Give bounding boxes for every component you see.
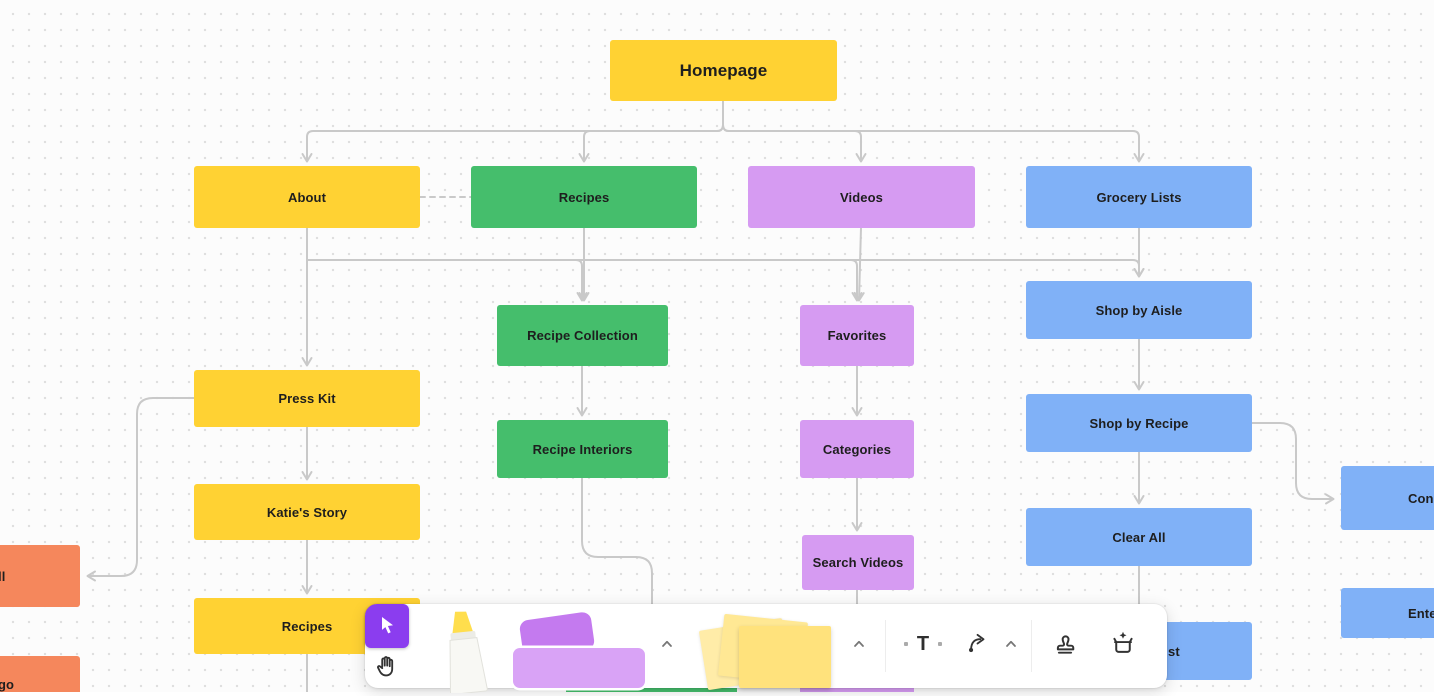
node-label: Recipe Interiors [532,441,633,457]
cursor-arrow-icon [375,613,399,640]
node-favorites[interactable]: Favorites [800,305,914,366]
node-search-videos[interactable]: Search Videos [802,535,914,590]
node-label: Recipes [281,618,333,634]
node-label: Grocery Lists [1096,189,1182,205]
sticky-note-tool-button[interactable] [698,613,833,691]
select-tool-button[interactable] [365,604,409,648]
stamp-tool-button[interactable] [1045,624,1085,664]
connector[interactable] [578,100,724,163]
shapes-tool-button[interactable] [513,611,653,688]
node-blue-right-clipped-1[interactable]: Con [1341,466,1434,530]
node-label: st [1168,643,1180,659]
selection-handle-icon [904,642,908,646]
node-recipe-interiors[interactable]: Recipe Interiors [497,420,668,478]
node-videos[interactable]: Videos [748,166,975,228]
toolbar: T [365,604,1167,695]
node-label: Recipes [558,189,610,205]
selection-handle-icon [938,642,942,646]
node-homepage[interactable]: Homepage [610,40,837,101]
sticky-flyout-button[interactable] [849,635,869,655]
connector[interactable] [1251,422,1335,505]
node-blue-right-clipped-2[interactable]: Ente [1341,588,1434,638]
connector[interactable] [306,259,588,302]
node-label: Shop by Recipe [1089,415,1189,431]
connector-flyout-button[interactable] [1001,635,1021,655]
shapes-flyout-button[interactable] [657,635,677,655]
node-grocery-lists[interactable]: Grocery Lists [1026,166,1252,228]
node-label: About [287,189,327,205]
node-label: Katie's Story [266,504,348,520]
node-label: Press Kit [278,391,336,406]
node-orange-bottom-left-clipped[interactable]: go [0,656,80,692]
node-label: Homepage [679,60,768,80]
connector-arrow-icon [964,630,990,659]
connector[interactable] [306,259,1145,278]
connector[interactable] [581,477,658,657]
node-categories[interactable]: Categories [800,420,914,478]
node-recipes[interactable]: Recipes [471,166,697,228]
text-tool-button[interactable]: T [903,624,943,664]
node-label: Videos [840,189,883,205]
node-label: Ente [1408,605,1434,621]
stickers-tool-button[interactable] [1103,624,1143,664]
node-label: Shop by Aisle [1095,302,1183,318]
node-label: go [0,676,15,692]
sticky-note-front-icon [739,626,831,688]
text-tool-icon: T [916,633,930,655]
toolbar-divider [1031,620,1032,672]
chevron-up-icon [659,636,675,655]
node-label: Categories [822,441,892,457]
node-orange-left-clipped[interactable]: ll [0,545,80,607]
node-recipe-collection[interactable]: Recipe Collection [497,305,668,366]
stamp-icon [1051,629,1079,660]
toolbar-divider [885,620,886,672]
node-shop-by-aisle[interactable]: Shop by Aisle [1026,281,1252,339]
chevron-up-icon [851,636,867,655]
marker-pen-icon [435,609,493,696]
chevron-up-icon [1003,636,1019,655]
shape-front-icon [513,648,645,688]
node-katies-story[interactable]: Katie's Story [194,484,420,540]
connector[interactable] [86,397,195,582]
node-shop-by-recipe[interactable]: Shop by Recipe [1026,394,1252,452]
hand-tool-button[interactable] [372,652,402,682]
connector-tool-button[interactable] [957,624,997,664]
stickers-box-icon [1109,629,1137,660]
node-label: Recipe Collection [527,328,638,343]
hand-icon [374,653,400,682]
connector[interactable] [722,100,1145,163]
node-label: Clear All [1112,529,1166,545]
marker-tool-button[interactable] [435,609,493,696]
node-label: Con [1408,490,1434,506]
node-label: Search Videos [812,555,904,570]
node-label: ll [0,568,6,584]
node-label: Favorites [827,328,887,343]
node-press-kit[interactable]: Press Kit [194,370,420,427]
node-clear-all[interactable]: Clear All [1026,508,1252,566]
node-about[interactable]: About [194,166,420,228]
connector[interactable] [853,227,865,302]
